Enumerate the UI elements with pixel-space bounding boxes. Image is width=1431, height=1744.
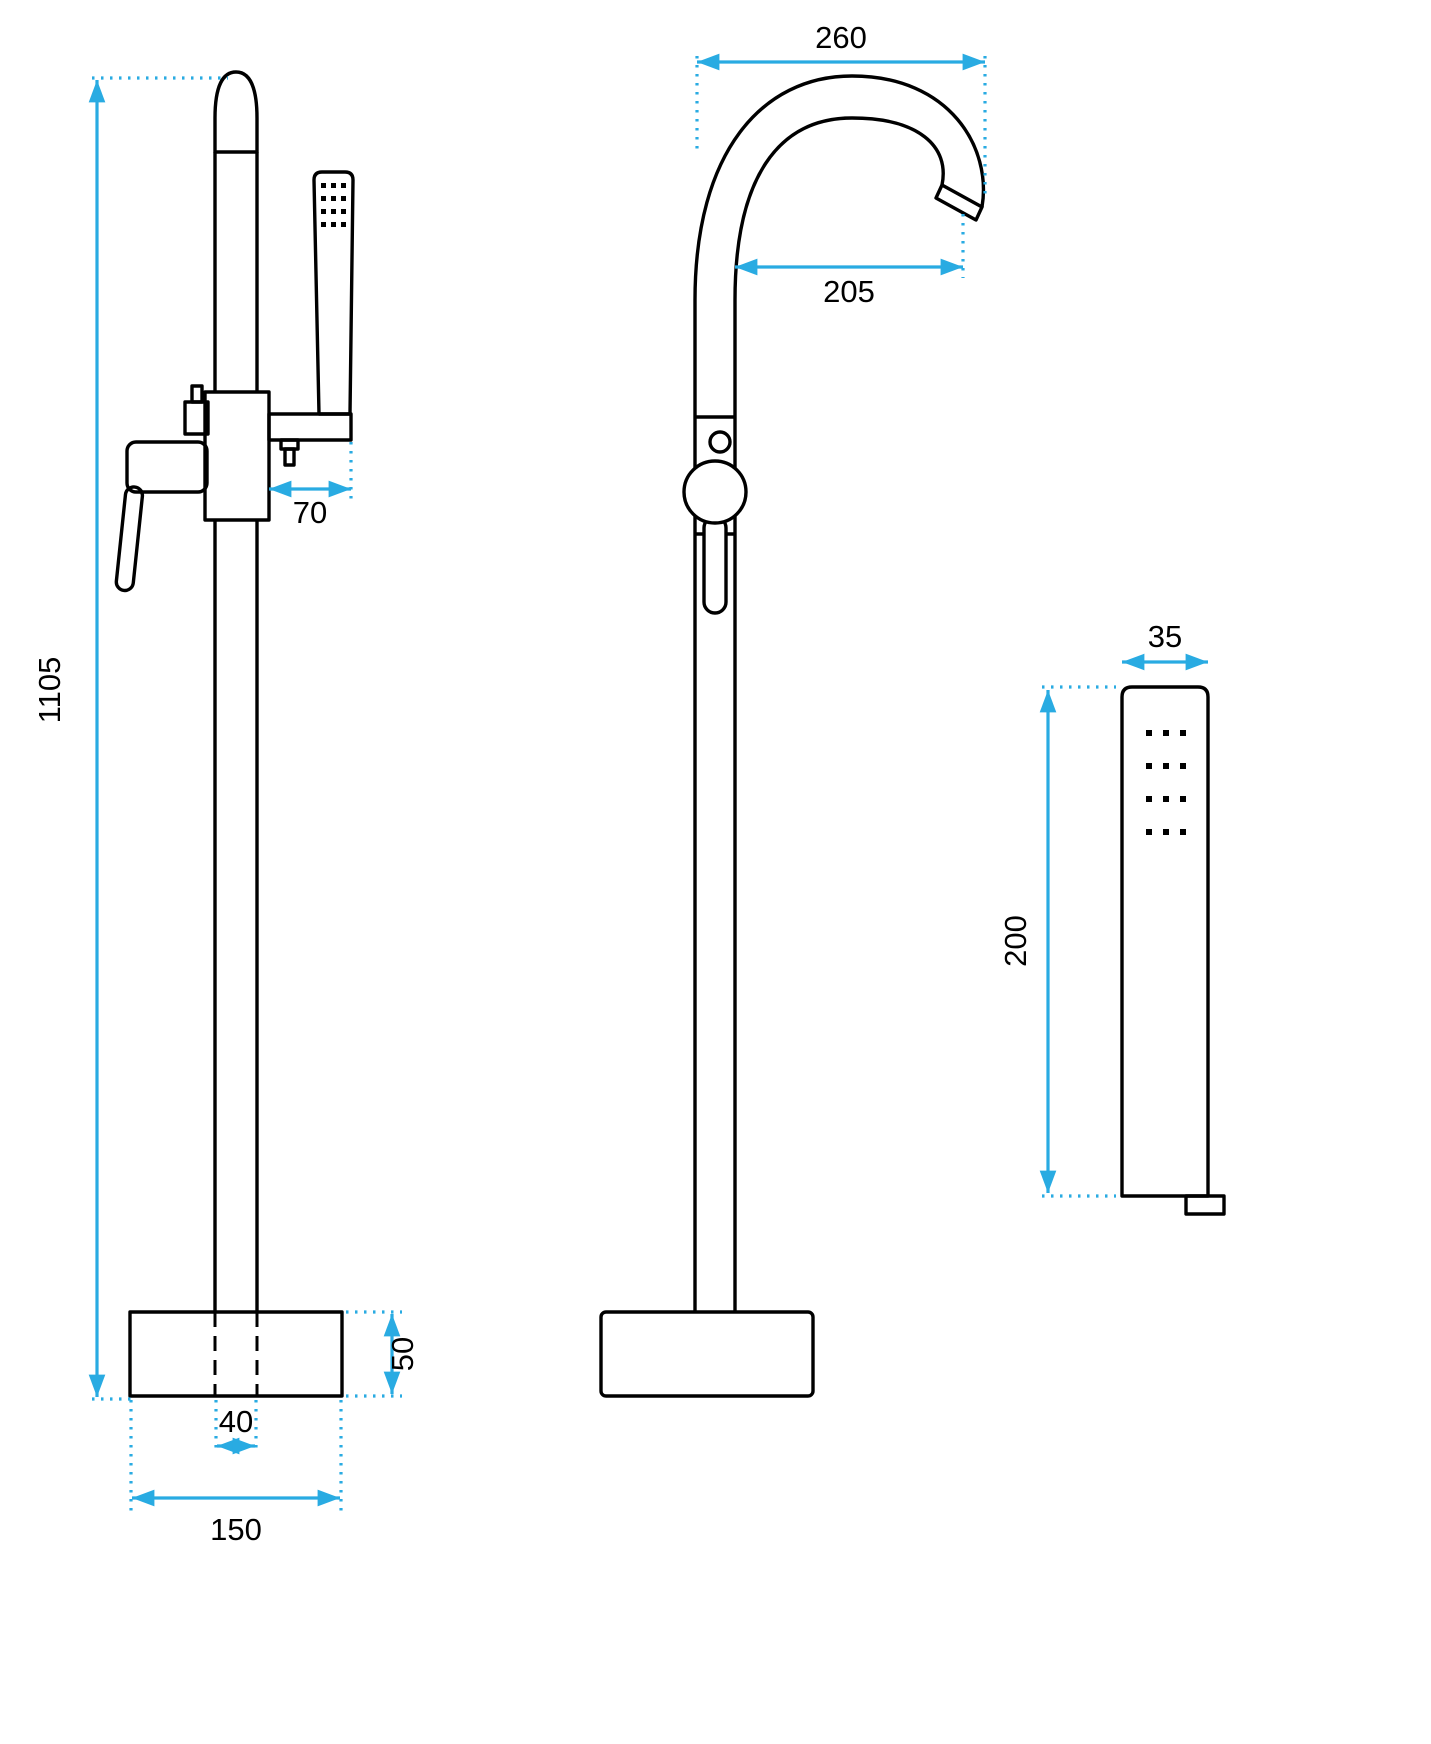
dim-label-1105: 1105 (32, 657, 67, 724)
dim-total-height: 1105 (32, 76, 228, 1401)
side-view-fixture (114, 70, 355, 1398)
valve-cap-circle (682, 459, 748, 525)
diverter-pin (190, 384, 204, 404)
dim-label-70: 70 (293, 495, 327, 530)
riser-top-cap (213, 70, 259, 154)
dim-spout-overall: 260 (695, 20, 987, 200)
arm-fitting-pin (283, 447, 296, 467)
handle-body (125, 440, 209, 494)
spout-outer-edge (693, 74, 986, 1312)
hand-shower-connector (1184, 1194, 1226, 1216)
hidden-pipe-in-base (213, 1312, 259, 1396)
dim-spout-reach: 205 (735, 214, 965, 309)
dim-shower-width: 35 (1122, 619, 1208, 671)
dim-riser-width: 40 (214, 1400, 258, 1455)
spout-tip-cap (934, 183, 984, 222)
shower-holder-arm (267, 412, 353, 442)
dim-shower-length: 200 (998, 685, 1116, 1198)
diverter-knob (183, 400, 210, 436)
hand-shower-nozzles-side (321, 183, 346, 227)
side-view: 1105 70 50 40 150 (32, 70, 420, 1547)
dim-label-205: 205 (823, 274, 875, 309)
dim-label-200: 200 (998, 915, 1033, 967)
dim-base-height: 50 (346, 1310, 420, 1398)
diverter-screw-circle (708, 430, 732, 454)
front-view-fixture (599, 74, 986, 1398)
hand-shower-nozzles-front (1146, 730, 1186, 835)
dim-label-150: 150 (210, 1512, 262, 1547)
dim-label-260: 260 (815, 20, 867, 55)
dim-base-width: 150 (129, 1400, 343, 1547)
hand-shower-body (1120, 685, 1210, 1198)
front-view: 260 205 (599, 20, 987, 1398)
handle-lever (114, 485, 145, 593)
hand-shower-side (312, 170, 355, 416)
dim-holder-offset: 70 (269, 442, 353, 530)
dim-label-50: 50 (385, 1337, 420, 1371)
dim-label-40: 40 (219, 1404, 253, 1439)
mixer-body (203, 390, 271, 522)
hand-shower-fixture (1120, 685, 1226, 1216)
floor-base-side (128, 1310, 344, 1398)
front-handle-lever (702, 515, 728, 615)
riser-pipe-upper (213, 152, 259, 392)
hand-shower-view: 35 200 (998, 619, 1226, 1216)
riser-pipe-lower (213, 520, 259, 1312)
dim-label-35: 35 (1148, 619, 1182, 654)
spout-inner-edge (733, 116, 945, 1312)
floor-base-front (599, 1310, 815, 1398)
